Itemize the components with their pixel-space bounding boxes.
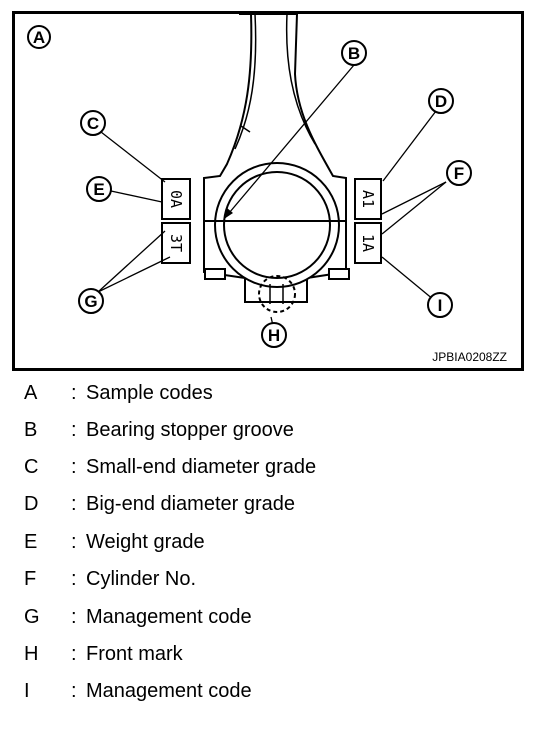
- legend-key: H: [24, 643, 39, 665]
- left-bolt: [204, 268, 226, 280]
- callout-e-letter: E: [93, 180, 104, 199]
- left-stamp-upper: 0A: [161, 178, 191, 220]
- big-end-bore: [223, 171, 331, 279]
- callout-f-letter: F: [454, 164, 464, 183]
- legend-key: D: [24, 493, 39, 515]
- legend-key: C: [24, 456, 39, 478]
- legend-key: E: [24, 531, 38, 553]
- legend-separator: :: [71, 680, 77, 702]
- callout-a-letter: A: [33, 28, 45, 47]
- legend-separator: :: [71, 456, 77, 478]
- diagram-frame: 0A 3T A1 1A: [12, 11, 524, 371]
- legend-text: Cylinder No.: [86, 568, 197, 590]
- callout-i-letter: I: [438, 296, 443, 315]
- legend-key: B: [24, 419, 38, 441]
- arrowhead-b: [224, 208, 233, 219]
- right-bolt: [328, 268, 350, 280]
- front-mark-circle: [258, 275, 296, 313]
- legend-separator: :: [71, 531, 77, 553]
- legend-text: Bearing stopper groove: [86, 419, 294, 441]
- legend-separator: :: [71, 643, 77, 665]
- callout-h-letter: H: [268, 326, 280, 345]
- callout-d-letter: D: [435, 92, 447, 111]
- callout-g: G: [78, 288, 104, 314]
- legend-text: Front mark: [86, 643, 183, 665]
- legend-text: Weight grade: [86, 531, 205, 553]
- rod-shank-detail: [234, 14, 316, 150]
- callout-g-letter: G: [84, 292, 97, 311]
- callout-c-letter: C: [87, 114, 99, 133]
- legend-separator: :: [71, 568, 77, 590]
- legend-text: Management code: [86, 606, 252, 628]
- left-stamp-upper-text: 0A: [167, 190, 185, 208]
- legend-text: Management code: [86, 680, 252, 702]
- left-stamp-lower: 3T: [161, 222, 191, 264]
- legend-text: Big-end diameter grade: [86, 493, 296, 515]
- legend-separator: :: [71, 382, 77, 404]
- leader-lines: [97, 64, 447, 331]
- right-stamp-lower: 1A: [354, 222, 382, 264]
- legend-separator: :: [71, 493, 77, 515]
- left-stamp-lower-text: 3T: [167, 234, 185, 252]
- callout-c: C: [80, 110, 106, 136]
- legend-separator: :: [71, 419, 77, 441]
- callout-b-letter: B: [348, 44, 360, 63]
- legend-key: A: [24, 382, 38, 404]
- legend-text: Small-end diameter grade: [86, 456, 317, 478]
- callout-e: E: [86, 176, 112, 202]
- connecting-rod-diagram: 0A 3T A1 1A: [27, 14, 507, 364]
- figure-id: JPBIA0208ZZ: [432, 350, 507, 364]
- callout-i: I: [427, 292, 453, 318]
- callout-b: B: [341, 40, 367, 66]
- right-stamp-upper-text: A1: [359, 190, 377, 208]
- callout-a: A: [27, 25, 51, 49]
- right-stamp-lower-text: 1A: [359, 234, 377, 252]
- legend-key: I: [24, 680, 30, 702]
- legend-text: Sample codes: [86, 382, 213, 404]
- legend-key: F: [24, 568, 37, 590]
- callout-d: D: [428, 88, 454, 114]
- right-stamp-upper: A1: [354, 178, 382, 220]
- legend-key: G: [24, 606, 40, 628]
- callout-h: H: [261, 322, 287, 348]
- callout-f: F: [446, 160, 472, 186]
- legend-separator: :: [71, 606, 77, 628]
